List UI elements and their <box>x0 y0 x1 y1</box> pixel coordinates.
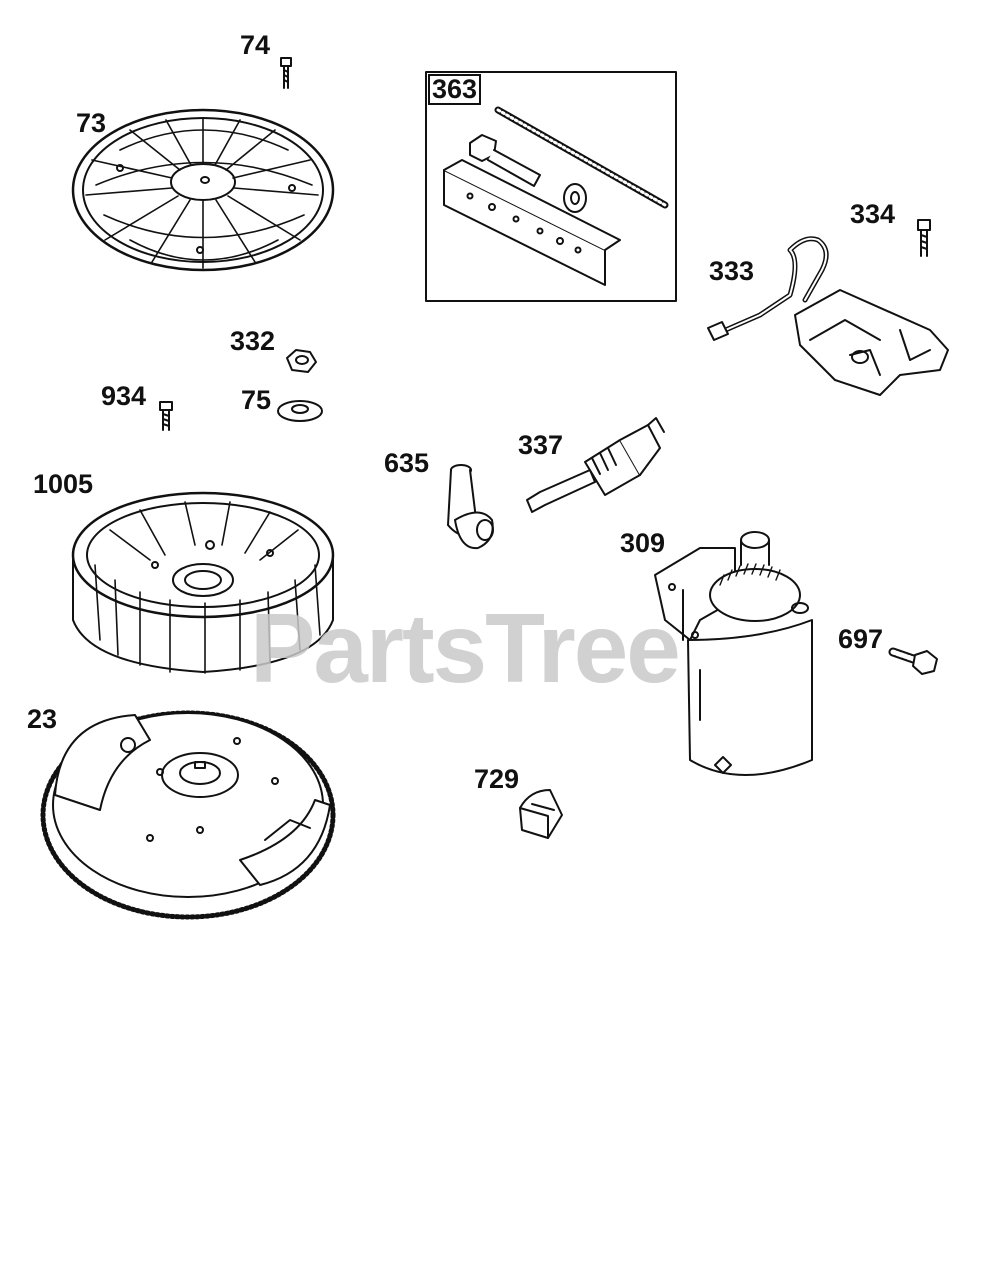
watermark: PartsTree <box>250 593 681 703</box>
callout-23[interactable]: 23 <box>27 704 58 734</box>
part-635-spark-plug-boot[interactable] <box>447 464 494 550</box>
part-1005-flywheel-fan[interactable] <box>71 491 335 674</box>
callout-697[interactable]: 697 <box>838 624 884 654</box>
part-934-bolt[interactable] <box>159 401 173 431</box>
part-332-nut[interactable] <box>286 349 317 373</box>
callout-729[interactable]: 729 <box>474 764 520 794</box>
callout-74[interactable]: 74 <box>240 30 271 60</box>
part-697-bolt[interactable] <box>888 647 938 675</box>
callout-337[interactable]: 337 <box>518 430 564 460</box>
part-333-ignition-coil[interactable] <box>707 236 949 396</box>
callout-363[interactable]: 363 <box>428 74 482 105</box>
part-334-bolt[interactable] <box>917 219 931 257</box>
callout-333[interactable]: 333 <box>709 256 755 286</box>
callout-934[interactable]: 934 <box>101 381 147 411</box>
callout-73[interactable]: 73 <box>76 108 107 138</box>
part-337-spark-plug[interactable] <box>526 417 665 513</box>
callout-332[interactable]: 332 <box>230 326 276 356</box>
callout-309[interactable]: 309 <box>620 528 666 558</box>
callout-334[interactable]: 334 <box>850 199 896 229</box>
part-23-flywheel[interactable] <box>40 710 336 920</box>
part-75-washer[interactable] <box>277 400 323 422</box>
part-729-clip[interactable] <box>519 789 563 839</box>
callout-635[interactable]: 635 <box>384 448 430 478</box>
callout-75[interactable]: 75 <box>241 385 272 415</box>
part-309-starter-motor[interactable] <box>654 531 813 776</box>
part-73-fan-screen[interactable] <box>71 108 335 272</box>
part-74-bolt[interactable] <box>280 57 292 89</box>
part-363-kit[interactable] <box>425 71 677 302</box>
callout-1005[interactable]: 1005 <box>33 469 94 499</box>
